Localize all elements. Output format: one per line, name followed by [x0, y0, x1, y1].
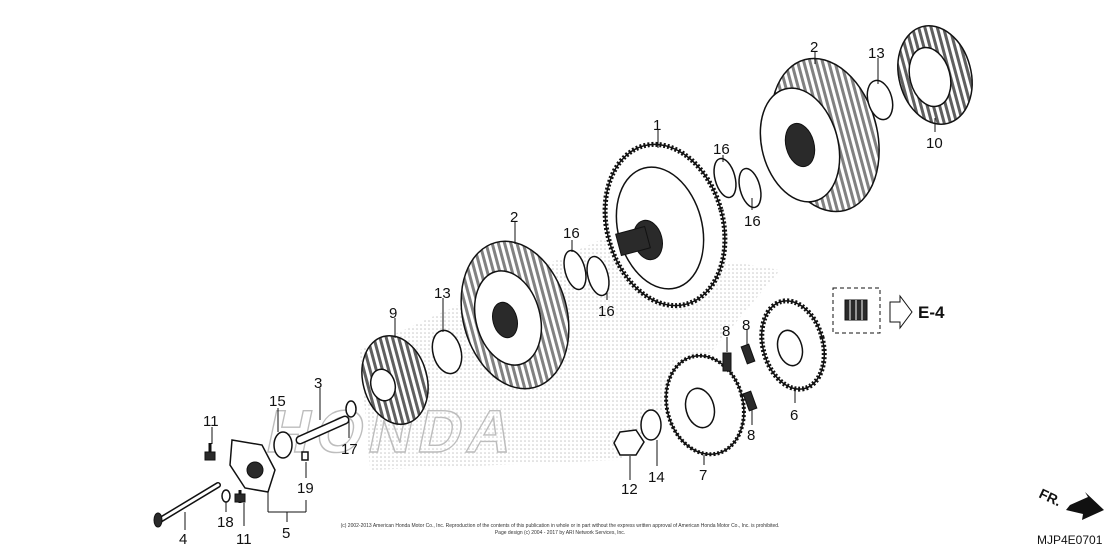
callout-3: 3 [314, 375, 322, 392]
callout-1: 1 [653, 117, 661, 134]
callout-labels: 1 2 2 3 4 5 6 7 8 8 8 9 10 11 11 12 13 1… [179, 39, 943, 548]
part-9-gear-drum [361, 335, 429, 425]
part-1-primary-gear [602, 141, 728, 309]
part-18-washer [221, 489, 231, 503]
reference-label: E-4 [918, 303, 945, 322]
part-2-middle-clutch-outer [460, 240, 570, 390]
front-direction-indicator: FR. [1037, 485, 1104, 520]
part-14-washer [640, 409, 662, 441]
callout-12: 12 [621, 481, 638, 498]
callout-4: 4 [179, 531, 187, 548]
part-16-ring-b [738, 167, 762, 209]
part-8-roller-a [722, 352, 732, 372]
part-17-o-ring [345, 400, 357, 418]
part-16-ring-d [586, 255, 610, 297]
callout-16-upper-left: 16 [713, 141, 730, 158]
callout-8-c: 8 [747, 427, 755, 444]
part-10-gear-drum [897, 25, 973, 125]
part-8-roller-c [742, 390, 758, 412]
copyright-line-2: Page design (c) 2004 - 2017 by ARI Netwo… [495, 530, 625, 536]
leader-lines [184, 52, 936, 530]
part-3-pipe [295, 415, 350, 445]
part-8-roller-b [740, 343, 756, 365]
reference-arrow [889, 294, 913, 330]
callout-6: 6 [790, 407, 798, 424]
callout-9: 9 [389, 305, 397, 322]
part-13-upper-washer [866, 79, 894, 121]
callout-19: 19 [297, 480, 314, 497]
part-11-bolt-upper [204, 443, 216, 461]
diagram-code: MJP4E0701 [1037, 533, 1103, 547]
callout-13-lower: 13 [434, 285, 451, 302]
callout-16-upper-right: 16 [744, 213, 761, 230]
callout-11-lower: 11 [236, 531, 252, 548]
part-4-long-bolt [153, 482, 221, 528]
callout-18: 18 [217, 514, 234, 531]
callout-5: 5 [282, 525, 290, 542]
part-16-ring-c [563, 249, 587, 291]
part-7-starter-driven-gear [664, 353, 746, 457]
callout-2-middle: 2 [510, 209, 518, 226]
copyright-line-1: (c) 2002-2013 American Honda Motor Co., … [341, 523, 780, 529]
callout-16-middle-right: 16 [598, 303, 615, 320]
callout-8-b: 8 [742, 317, 750, 334]
callout-14: 14 [648, 469, 665, 486]
callout-13-upper: 13 [868, 45, 885, 62]
callout-2-upper: 2 [810, 39, 818, 56]
part-2-upper-clutch-outer [759, 57, 880, 213]
callout-15: 15 [269, 393, 286, 410]
part-12-nut [613, 429, 645, 456]
part-11-bolt-lower [234, 490, 246, 503]
part-19-dowel-pin [301, 451, 309, 461]
callout-7: 7 [699, 467, 707, 484]
callout-16-middle-left: 16 [563, 225, 580, 242]
part-13-lower-washer [431, 329, 463, 375]
callout-8-a: 8 [722, 323, 730, 340]
reference-box [832, 287, 881, 334]
part-16-ring-a [713, 157, 737, 199]
callout-17: 17 [341, 441, 358, 458]
callout-11-upper: 11 [203, 413, 219, 430]
front-label: FR. [1037, 485, 1064, 509]
part-6-starter-clutch [759, 298, 827, 392]
part-15-o-ring [273, 431, 293, 459]
callout-10: 10 [926, 135, 943, 152]
